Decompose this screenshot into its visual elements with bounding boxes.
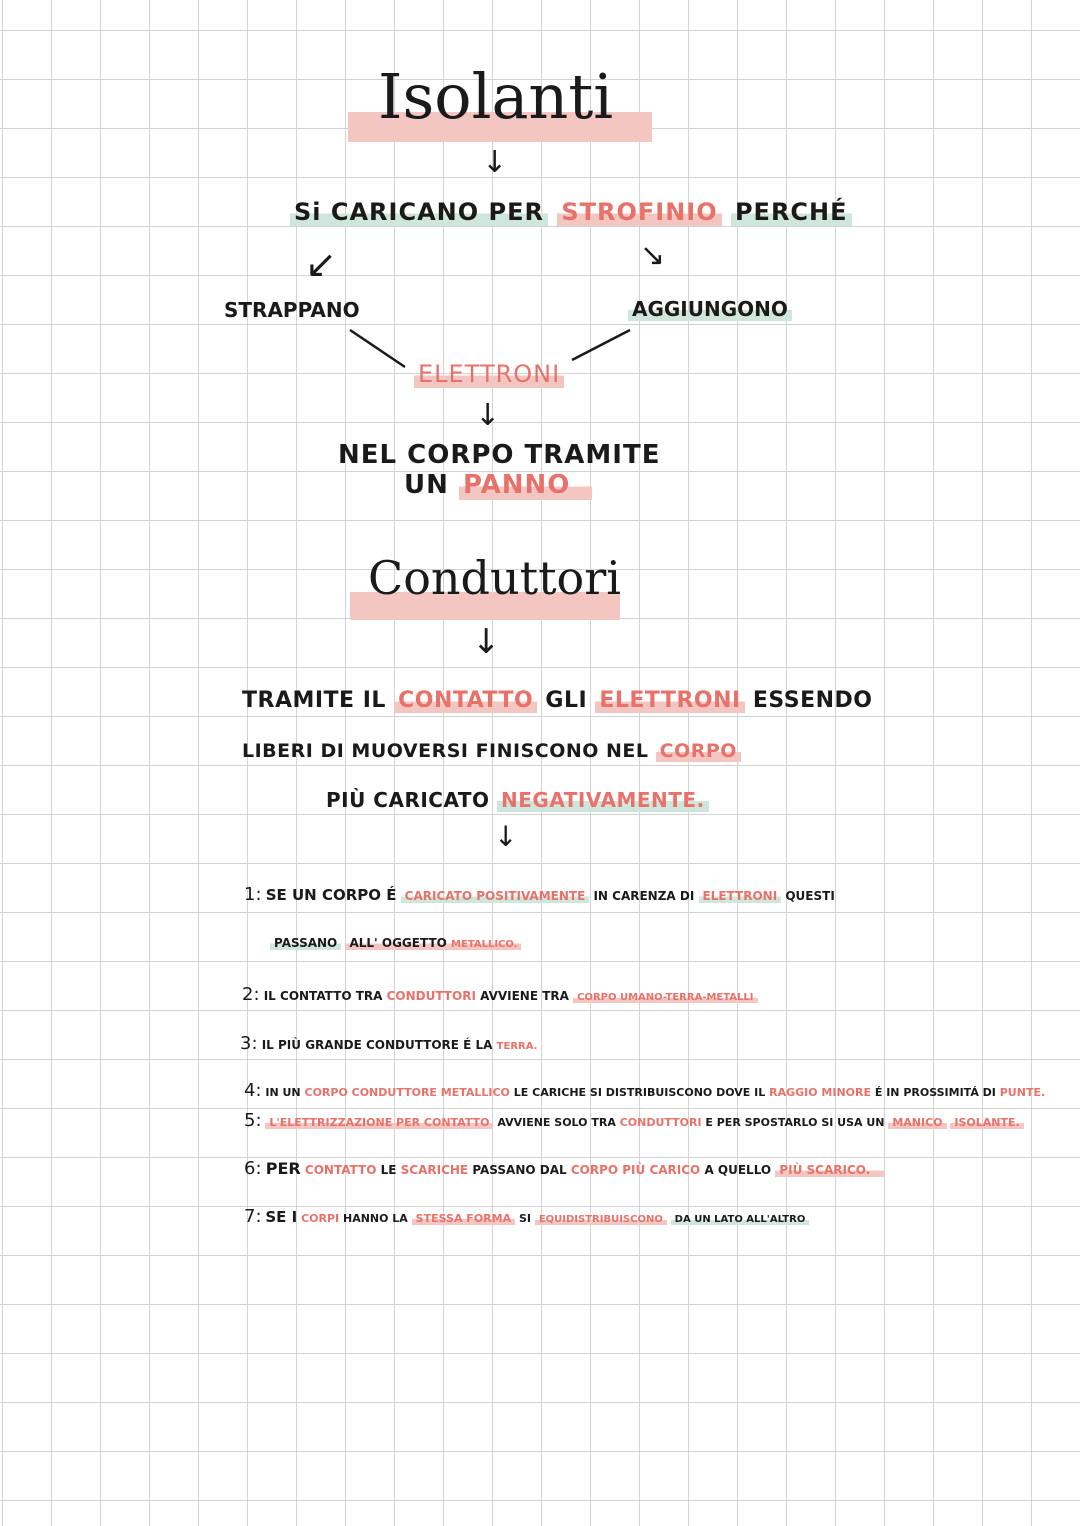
note-2-c: AVVIENE TRA <box>480 989 569 1003</box>
note-1-f: PASSANO <box>270 936 342 950</box>
conduttori-p3: PIÙ CARICATO NEGATIVAMENTE. <box>326 788 709 812</box>
note-5-d: E PER SPOSTARLO SI USA UN <box>705 1116 885 1129</box>
note-6-d: SCARICHE <box>400 1163 469 1177</box>
conduttori-p1-d: ELETTRONI <box>595 688 745 713</box>
conduttori-p2-b: CORPO <box>655 740 741 762</box>
note-3-a: IL PIÙ GRANDE CONDUTTORE É LA <box>261 1038 493 1052</box>
note-1-tail: ALL' OGGETTO METALLICO. <box>345 936 522 950</box>
note-6-number: 6: <box>244 1158 262 1179</box>
note-2-a: IL CONTATTO TRA <box>263 989 383 1003</box>
note-1-h: METALLICO. <box>451 939 518 950</box>
note-2: 2: IL CONTATTO TRA CONDUTTORI AVVIENE TR… <box>242 984 758 1005</box>
note-5-c: CONDUTTORI <box>619 1116 702 1129</box>
note-1-number: 1: <box>244 884 262 905</box>
conduttori-p1: TRAMITE IL CONTATTO GLI ELETTRONI ESSEND… <box>242 688 873 713</box>
isolanti-left: STRAPPANO <box>224 298 360 322</box>
conduttori-p3-a: PIÙ CARICATO <box>326 788 490 812</box>
note-6-a: PER <box>265 1159 301 1178</box>
conduttori-title-highlight <box>350 592 620 620</box>
connector-right <box>571 328 631 362</box>
note-6-b: CONTATTO <box>304 1163 377 1177</box>
note-1: 1: SE UN CORPO É CARICATO POSITIVAMENTE … <box>244 884 835 905</box>
note-7-f: EQUIDISTRIBUISCONO <box>534 1214 667 1225</box>
note-2-number: 2: <box>242 984 260 1005</box>
note-4-b: CORPO CONDUTTORE METALLICO <box>304 1086 510 1099</box>
arrow-down-icon: ↓ <box>482 145 508 180</box>
note-1-c: IN CARENZA DI <box>593 889 695 903</box>
note-7-b: CORPI <box>301 1212 340 1225</box>
isolanti-bottom2-b: PANNO <box>458 470 593 500</box>
note-6-e: PASSANO DAL <box>472 1163 567 1177</box>
isolanti-center: ELETTRONI <box>414 360 565 388</box>
note-6-h: PIÙ SCARICO. <box>775 1163 885 1177</box>
note-1-g: ALL' OGGETTO <box>349 936 447 950</box>
isolanti-bottom1: NEL CORPO TRAMITE <box>338 440 661 470</box>
note-2-d: CORPO UMANO-TERRA-METALLI <box>573 992 758 1003</box>
note-5-f: ISOLANTE. <box>950 1116 1024 1129</box>
note-7-d: STESSA FORMA <box>411 1212 516 1225</box>
connector-left <box>349 328 406 369</box>
conduttori-p1-b: CONTATTO <box>394 688 538 713</box>
note-6-c: LE <box>380 1163 397 1177</box>
conduttori-p3-b: NEGATIVAMENTE. <box>497 788 709 812</box>
note-4: 4: IN UN CORPO CONDUTTORE METALLICO LE C… <box>244 1080 1045 1101</box>
note-5-e: MANICO <box>888 1116 947 1129</box>
note-6: 6: PER CONTATTO LE SCARICHE PASSANO DAL … <box>244 1158 885 1179</box>
arrow-down-right-icon: ↘ <box>640 238 666 273</box>
note-6-f: CORPO PIÙ CARICO <box>570 1163 701 1177</box>
note-3-b: TERRA. <box>496 1041 538 1052</box>
conduttori-p1-a: TRAMITE IL <box>242 688 386 713</box>
conduttori-title: Conduttori <box>368 551 621 605</box>
note-7-c: HANNO LA <box>342 1212 408 1225</box>
conduttori-p2-a: LIBERI DI MUOVERSI FINISCONO NEL <box>242 740 649 762</box>
isolanti-line1-a: Si CARICANO PER <box>290 198 548 226</box>
note-7-a: SE I <box>265 1208 298 1226</box>
note-4-number: 4: <box>244 1080 262 1101</box>
note-4-f: PUNTE. <box>999 1086 1046 1099</box>
note-1-a: SE UN CORPO É <box>265 886 397 904</box>
isolanti-line1-b: STROFINIO <box>557 198 722 226</box>
conduttori-p2: LIBERI DI MUOVERSI FINISCONO NEL CORPO <box>242 740 741 762</box>
note-4-d: RAGGIO MINORE <box>769 1086 871 1099</box>
note-1-e: QUESTI <box>785 889 835 903</box>
note-3-number: 3: <box>240 1033 258 1054</box>
note-6-g: A QUELLO <box>704 1163 772 1177</box>
note-5-a: L'ELETTRIZZAZIONE PER CONTATTO <box>265 1116 494 1129</box>
isolanti-title: Isolanti <box>378 60 614 133</box>
note-5-b: AVVIENE SOLO TRA <box>497 1116 616 1129</box>
note-7-number: 7: <box>244 1206 262 1227</box>
note-4-c: LE CARICHE SI DISTRIBUISCONO DOVE IL <box>513 1086 766 1099</box>
note-1-d: ELETTRONI <box>698 889 782 903</box>
note-1-b: CARICATO POSITIVAMENTE <box>400 889 590 903</box>
isolanti-right: AGGIUNGONO <box>628 297 792 321</box>
note-1-cont: PASSANO ALL' OGGETTO METALLICO. <box>270 936 522 950</box>
note-4-e: É IN PROSSIMITÁ DI <box>874 1086 996 1099</box>
isolanti-bottom2: UN PANNO <box>404 470 593 500</box>
note-2-b: CONDUTTORI <box>386 989 476 1003</box>
isolanti-title-highlight <box>348 112 652 142</box>
note-5-number: 5: <box>244 1110 262 1131</box>
note-7-g: DA UN LATO ALL'ALTRO <box>670 1214 810 1225</box>
isolanti-line1-c: PERCHÉ <box>730 198 852 226</box>
note-3: 3: IL PIÙ GRANDE CONDUTTORE É LA TERRA. <box>240 1033 537 1054</box>
note-7: 7: SE I CORPI HANNO LA STESSA FORMA SI E… <box>244 1206 810 1227</box>
conduttori-p1-e: ESSENDO <box>752 688 873 713</box>
arrow-down-icon: ↓ <box>494 820 518 853</box>
arrow-down-left-icon: ↙ <box>305 242 337 286</box>
note-5: 5: L'ELETTRIZZAZIONE PER CONTATTO AVVIEN… <box>244 1110 1024 1131</box>
conduttori-p1-c: GLI <box>545 688 588 713</box>
note-7-e: SI <box>518 1212 531 1225</box>
isolanti-line1: Si CARICANO PER STROFINIO PERCHÉ <box>290 198 852 226</box>
arrow-down-icon: ↓ <box>475 398 501 433</box>
arrow-down-icon: ↓ <box>472 622 501 662</box>
note-4-a: IN UN <box>265 1086 301 1099</box>
isolanti-bottom2-a: UN <box>404 470 449 500</box>
